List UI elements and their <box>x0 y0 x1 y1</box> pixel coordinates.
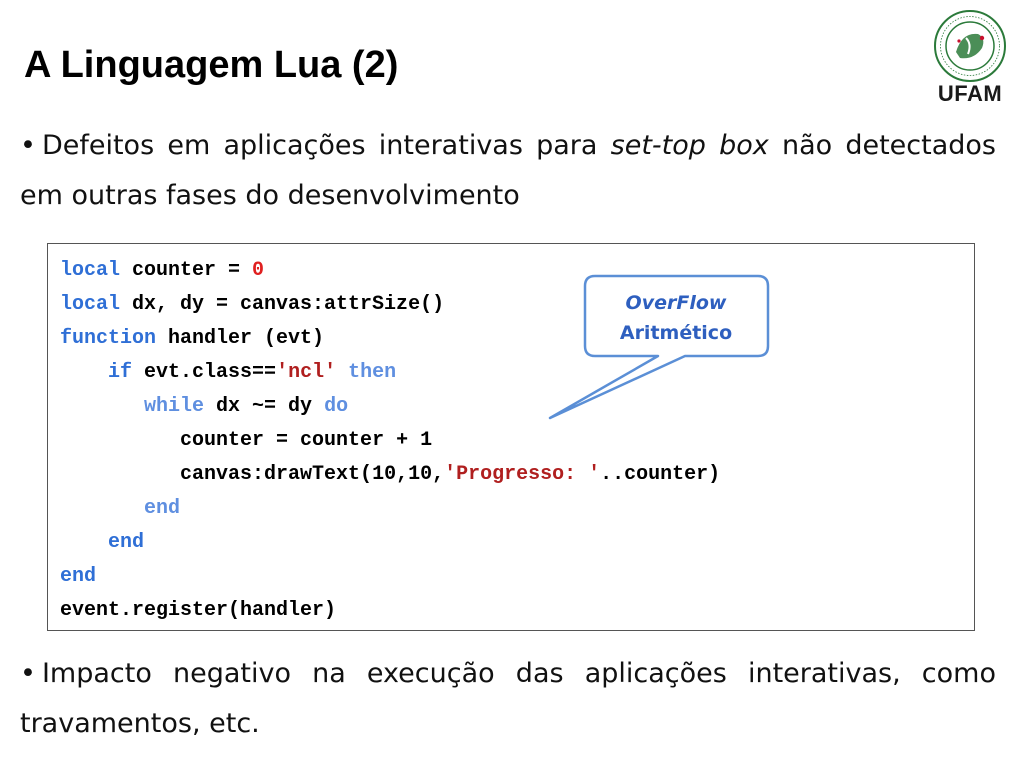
code-indent <box>60 531 108 554</box>
bullet-text-emphasis: set-top box <box>610 130 769 161</box>
bullet-defeitos: •Defeitos em aplicações interativas para… <box>20 121 996 221</box>
code-line: counter = counter + 1 <box>60 424 720 458</box>
code-token-num: 0 <box>252 259 265 282</box>
code-token: dx ~= dy <box>204 395 325 418</box>
code-indent <box>60 463 180 486</box>
code-indent <box>60 497 144 520</box>
ufam-seal-icon <box>934 10 1006 82</box>
code-token-kw: end <box>60 565 97 588</box>
callout-text: OverFlow Aritmético <box>585 288 767 348</box>
code-token: dx, dy = canvas:attrSize() <box>120 293 445 316</box>
bullet-text-before: Defeitos em aplicações interativas para <box>41 130 611 161</box>
code-indent <box>60 395 144 418</box>
code-token-kw2: end <box>144 497 181 520</box>
code-indent <box>60 429 180 452</box>
code-token: counter = <box>120 259 253 282</box>
code-token-kw: local <box>60 293 121 316</box>
code-line: function handler (evt) <box>60 322 720 356</box>
callout-bubble <box>548 274 770 420</box>
ufam-logo: UFAM <box>926 8 1014 108</box>
code-line: end <box>60 492 720 526</box>
code-token-str: 'Progresso: ' <box>444 463 601 486</box>
bullet-impacto: •Impacto negativo na execução das aplica… <box>20 649 996 749</box>
bullet-text-after: não detectados em outras fases do desenv… <box>20 130 996 211</box>
bullet-text: Impacto negativo na execução das aplicaç… <box>20 658 996 739</box>
code-line: while dx ~= dy do <box>60 390 720 424</box>
code-token-kw: end <box>108 531 145 554</box>
code-token-kw: function <box>60 327 157 350</box>
code-token: ..counter) <box>600 463 721 486</box>
callout-line-overflow: OverFlow <box>625 292 727 314</box>
code-token: handler (evt) <box>156 327 325 350</box>
code-token: counter = counter + 1 <box>180 429 433 452</box>
code-line: local dx, dy = canvas:attrSize() <box>60 288 720 322</box>
callout-line-aritmetico: Aritmético <box>619 322 733 344</box>
code-token-kw2: do <box>324 395 349 418</box>
code-token-kw: local <box>60 259 121 282</box>
code-token-kw2: then <box>348 361 397 384</box>
code-line: local counter = 0 <box>60 254 720 288</box>
code-line: end <box>60 526 720 560</box>
slide-title: A Linguagem Lua (2) <box>24 44 399 86</box>
code-token: event.register(handler) <box>60 599 337 622</box>
code-token-str: 'ncl' <box>276 361 337 384</box>
code-line: end <box>60 560 720 594</box>
code-line: if evt.class=='ncl' then <box>60 356 720 390</box>
code-token <box>336 361 348 384</box>
code-token-kw: if <box>108 361 133 384</box>
bullet-mark: • <box>20 130 36 161</box>
code-token-kw2: while <box>144 395 205 418</box>
code-line: canvas:drawText(10,10,'Progresso: '..cou… <box>60 458 720 492</box>
ufam-logo-text: UFAM <box>937 81 1003 106</box>
code-token: evt.class== <box>132 361 277 384</box>
bullet-mark: • <box>20 658 36 689</box>
code-indent <box>60 361 108 384</box>
code-line: event.register(handler) <box>60 594 720 628</box>
code-token: canvas:drawText(10,10, <box>180 463 445 486</box>
